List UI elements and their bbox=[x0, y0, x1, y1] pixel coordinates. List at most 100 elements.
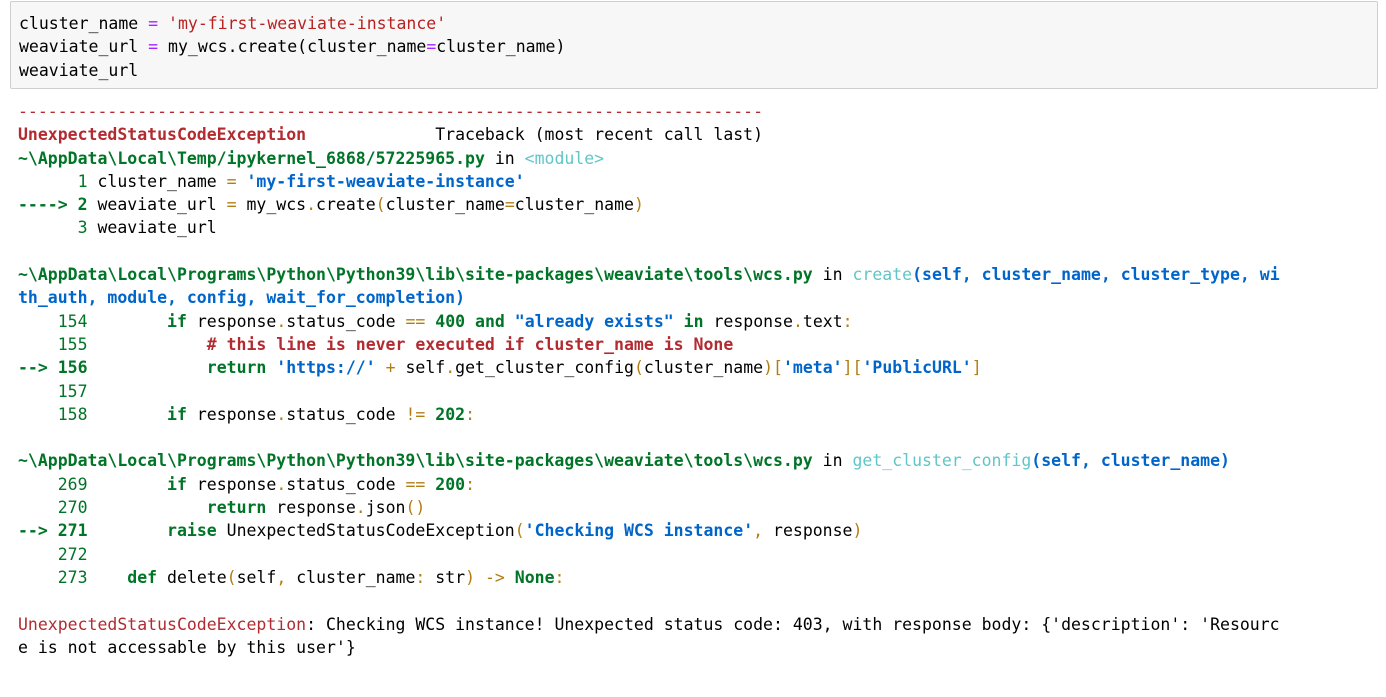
code-token: status_code bbox=[286, 474, 406, 494]
code-token: cluster_name bbox=[643, 358, 764, 378]
code-token: return bbox=[206, 498, 267, 518]
code-token: = bbox=[148, 14, 159, 33]
code-token: : bbox=[554, 567, 565, 587]
code-token: "already exists" bbox=[504, 311, 674, 331]
code-token: = bbox=[226, 171, 237, 191]
frame-args: (self, cluster_name) bbox=[1031, 451, 1230, 471]
code-token: 'https://' bbox=[266, 358, 376, 378]
code-token: cluster_name bbox=[514, 195, 634, 215]
code-token: = bbox=[148, 37, 159, 57]
indent bbox=[88, 521, 167, 540]
code-token: weaviate_url bbox=[19, 37, 149, 57]
current-line-arrow: --> 156 bbox=[18, 358, 88, 378]
code-token: = bbox=[226, 195, 237, 215]
code-token: text bbox=[802, 311, 843, 331]
code-token: 200 bbox=[425, 474, 466, 494]
error-name: UnexpectedStatusCodeException bbox=[18, 614, 307, 634]
line-number: 157 bbox=[18, 381, 88, 401]
frame-path: ~\AppData\Local\Programs\Python\Python39… bbox=[18, 451, 813, 471]
code-input-cell[interactable]: cluster_name = 'my-first-weaviate-instan… bbox=[10, 1, 1378, 89]
traceback-header: Traceback (most recent call last) bbox=[435, 125, 764, 145]
code-token: , bbox=[753, 521, 764, 541]
frame-in: in bbox=[812, 265, 853, 285]
code-comment: # this line is never executed if cluster… bbox=[87, 334, 734, 354]
code-token: weaviate_url bbox=[19, 60, 139, 80]
code-token: cluster_name bbox=[385, 195, 505, 215]
code-token: weaviate_url bbox=[87, 218, 217, 238]
code-token: response bbox=[266, 498, 356, 518]
code-token: response bbox=[186, 311, 277, 331]
frame-func: create bbox=[852, 265, 913, 285]
code-editor[interactable]: cluster_name = 'my-first-weaviate-instan… bbox=[19, 12, 565, 82]
code-token: == bbox=[405, 311, 426, 331]
line-number: 269 bbox=[18, 474, 88, 494]
frame-func: <module> bbox=[524, 148, 605, 168]
code-token: cluster_name bbox=[19, 14, 149, 33]
code-token: None bbox=[504, 567, 555, 587]
frame-path: ~\AppData\Local\Temp/ipykernel_6868/5722… bbox=[18, 148, 485, 168]
code-token: in bbox=[673, 311, 704, 331]
code-token: : bbox=[465, 474, 476, 494]
error-message: : Checking WCS instance! Unexpected stat… bbox=[306, 614, 1280, 634]
code-token: if bbox=[167, 311, 187, 331]
code-token: delete bbox=[157, 567, 227, 587]
code-token: 'Checking WCS instance' bbox=[524, 521, 754, 541]
line-number: 158 bbox=[18, 404, 88, 424]
code-token: : bbox=[465, 404, 476, 424]
indent bbox=[88, 475, 167, 494]
frame-in: in bbox=[484, 148, 525, 168]
code-token: and bbox=[465, 311, 505, 331]
code-token: 'meta' bbox=[782, 358, 843, 378]
frame-args: th_auth, module, config, wait_for_comple… bbox=[18, 288, 466, 308]
code-token: json bbox=[365, 498, 406, 518]
code-token: ) bbox=[852, 521, 863, 541]
code-token: status_code bbox=[286, 404, 406, 424]
code-token: get_cluster_config bbox=[455, 358, 634, 378]
code-token: raise bbox=[167, 521, 217, 541]
code-token: response bbox=[186, 404, 277, 424]
code-token: . bbox=[276, 311, 287, 331]
error-message: e is not accessable by this user'} bbox=[18, 637, 356, 657]
code-token: [ bbox=[773, 358, 783, 378]
code-token: ] bbox=[971, 358, 982, 378]
frame-in: in bbox=[812, 451, 853, 471]
code-token: + bbox=[375, 358, 396, 378]
traceback-separator: ----------------------------------------… bbox=[18, 102, 764, 121]
code-token: cluster_name) bbox=[436, 37, 566, 57]
code-token: () bbox=[405, 498, 426, 518]
code-token: status_code bbox=[286, 311, 406, 331]
line-number: 155 bbox=[18, 334, 88, 354]
code-token: if bbox=[167, 474, 187, 494]
code-token: my_wcs bbox=[158, 37, 228, 57]
code-token: create bbox=[316, 195, 376, 215]
code-token: ( bbox=[514, 521, 525, 541]
current-line-arrow: --> 271 bbox=[18, 521, 88, 541]
code-token: my_wcs bbox=[236, 195, 307, 215]
code-token: 'my-first-weaviate-instance' bbox=[236, 171, 525, 191]
code-token: = bbox=[504, 195, 515, 215]
code-token: response bbox=[186, 474, 277, 494]
exception-name: UnexpectedStatusCodeException bbox=[18, 125, 307, 145]
code-token: ) bbox=[763, 358, 774, 378]
code-token: if bbox=[167, 404, 187, 424]
line-number: 273 bbox=[18, 567, 88, 587]
code-token: . bbox=[276, 474, 287, 494]
code-token: 'my-first-weaviate-instance' bbox=[168, 14, 447, 33]
indent bbox=[88, 498, 207, 517]
line-number: 272 bbox=[18, 544, 88, 564]
frame-func: get_cluster_config bbox=[852, 451, 1032, 471]
code-token: UnexpectedStatusCodeException bbox=[216, 521, 515, 541]
code-token: str bbox=[425, 567, 466, 587]
code-token: 202 bbox=[425, 404, 466, 424]
frame-path: ~\AppData\Local\Programs\Python\Python39… bbox=[18, 265, 813, 285]
code-token: self bbox=[395, 358, 446, 378]
header-pad bbox=[306, 125, 435, 144]
code-token: : bbox=[842, 311, 853, 331]
line-number: 1 bbox=[18, 171, 88, 191]
traceback-output: ----------------------------------------… bbox=[18, 100, 1280, 659]
code-token: . bbox=[792, 311, 803, 331]
code-token: response bbox=[703, 311, 793, 331]
code-token: response bbox=[763, 521, 853, 541]
line-number: 270 bbox=[18, 498, 88, 518]
code-token: ) bbox=[465, 567, 476, 587]
